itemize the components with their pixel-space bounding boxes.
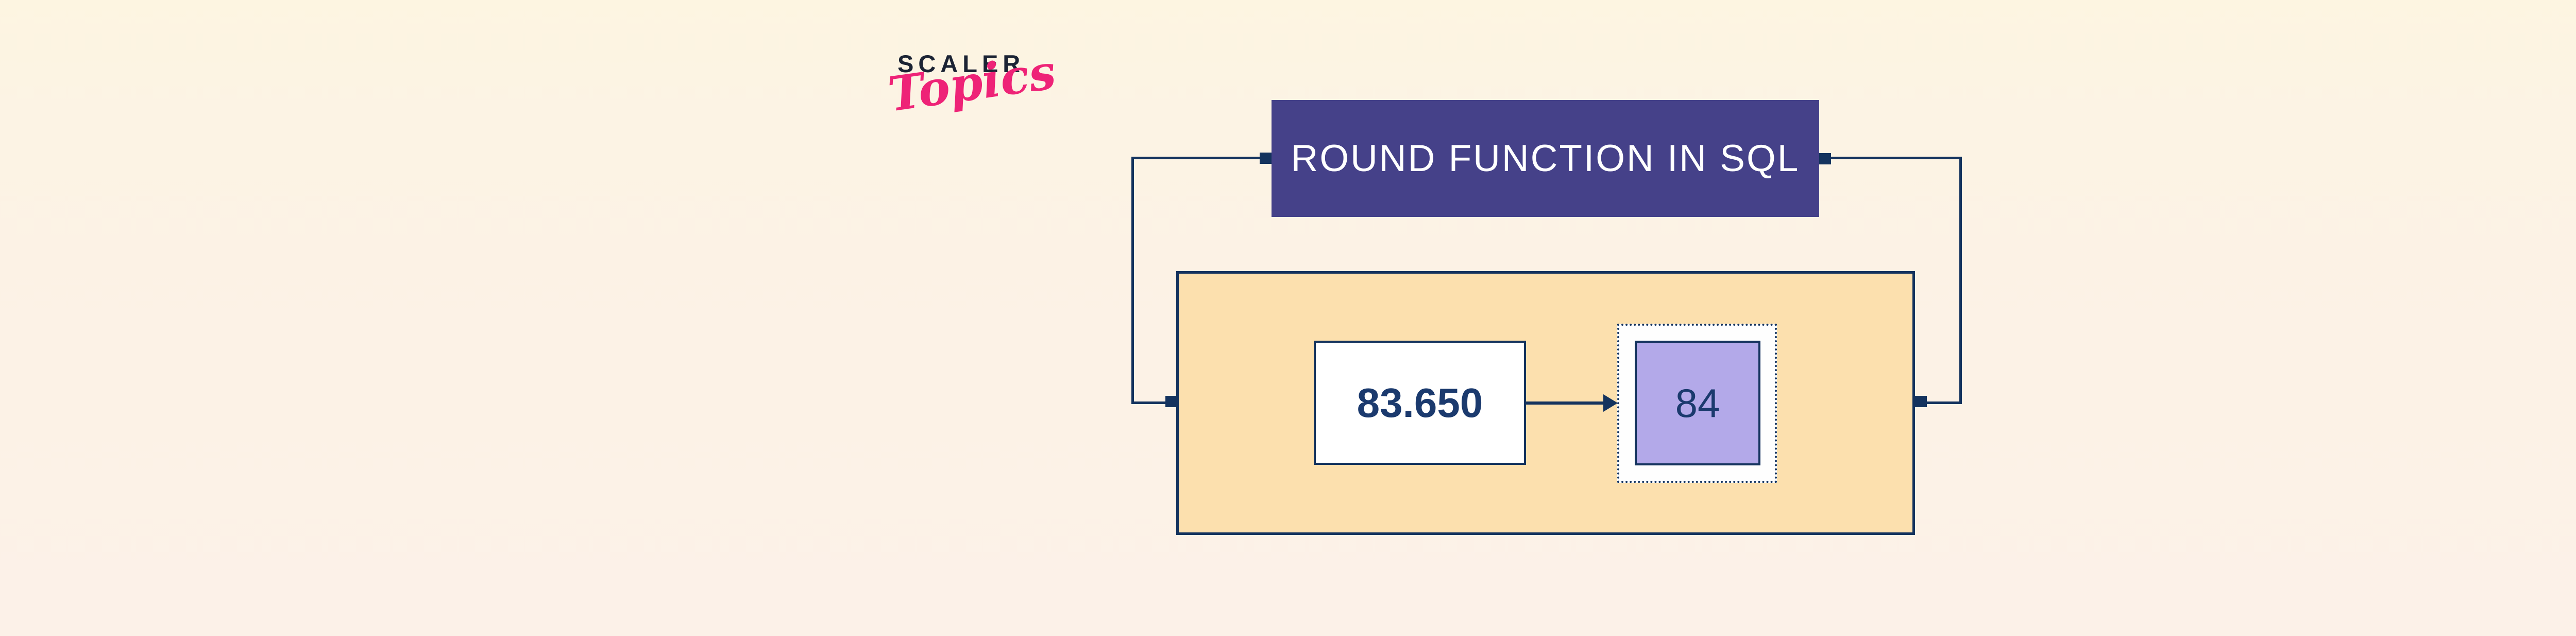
- title-text: ROUND FUNCTION IN SQL: [1291, 138, 1800, 179]
- connector-line-left-bottom: [1131, 401, 1167, 404]
- connector-node-title-left: [1260, 153, 1272, 164]
- connector-node-title-right: [1819, 153, 1831, 164]
- connector-line-right-bottom: [1927, 401, 1962, 404]
- connector-line-left-top: [1131, 157, 1260, 159]
- logo-wordmark-scaler: SCALER: [897, 50, 1025, 77]
- connector-line-left-vertical: [1131, 157, 1134, 404]
- connector-line-right-vertical: [1959, 157, 1962, 404]
- connector-line-right-top: [1831, 157, 1962, 159]
- output-value-box: 84: [1635, 341, 1760, 465]
- arrow-right-head-icon: [1603, 394, 1618, 412]
- scaler-topics-logo: SCALER Topics: [885, 44, 1059, 158]
- connector-node-panel-left: [1165, 396, 1177, 407]
- input-value-text: 83.650: [1357, 379, 1483, 426]
- input-value-box: 83.650: [1314, 341, 1526, 465]
- connector-node-panel-right: [1915, 396, 1927, 407]
- arrow-right-icon: [1526, 401, 1604, 405]
- title-banner: ROUND FUNCTION IN SQL: [1272, 100, 1819, 217]
- output-value-text: 84: [1675, 380, 1720, 426]
